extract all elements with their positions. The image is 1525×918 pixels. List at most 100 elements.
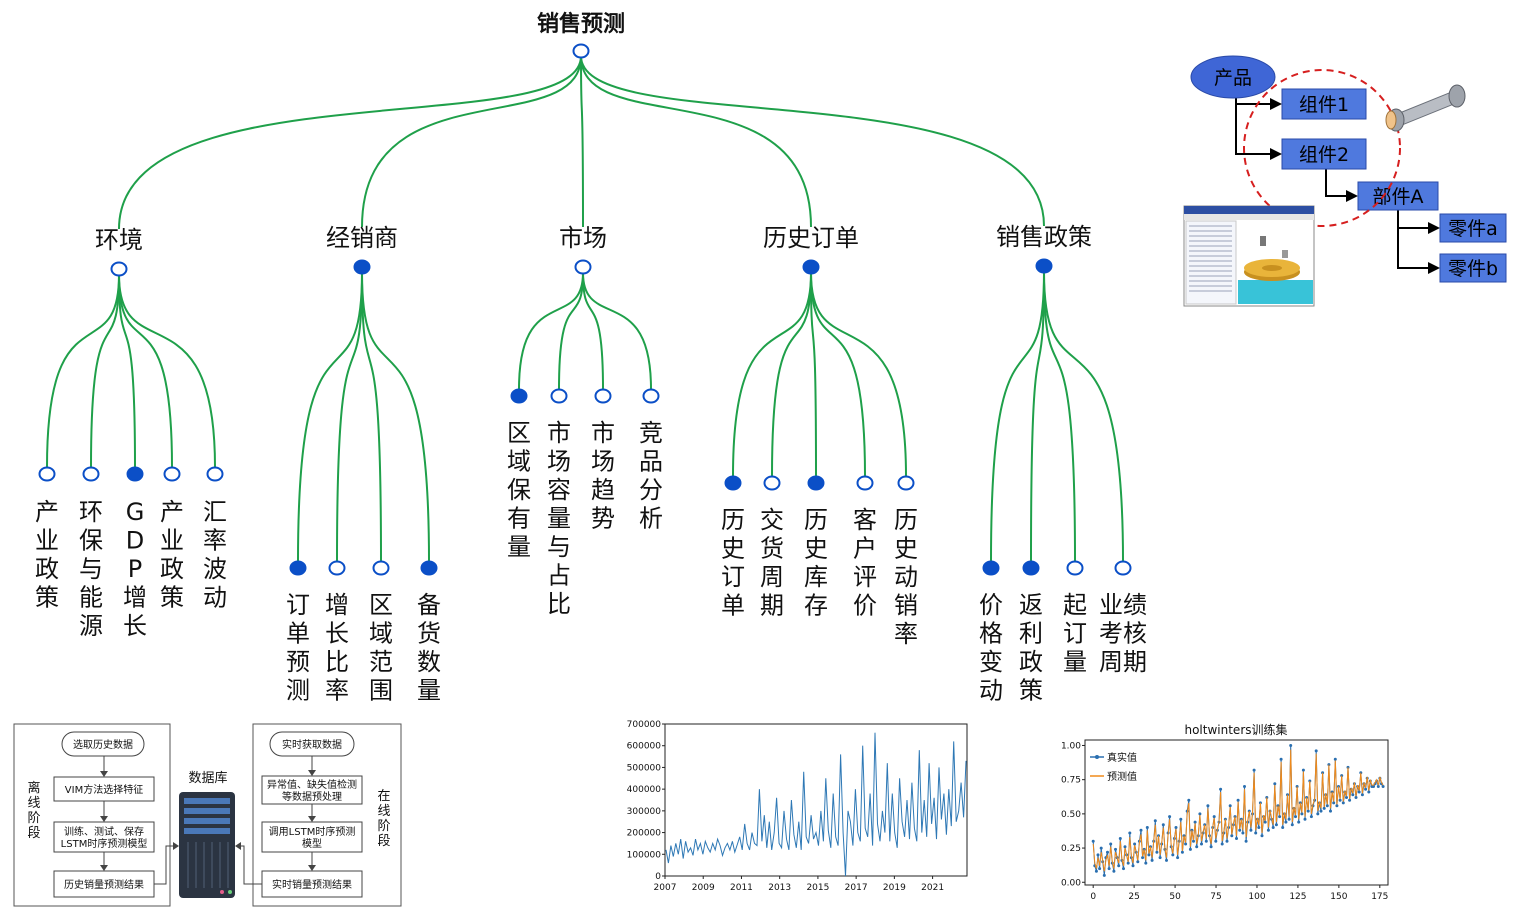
actual-point (1214, 839, 1218, 843)
actual-point (1228, 804, 1232, 808)
actual-point (1220, 842, 1224, 846)
actual-point (1153, 819, 1157, 823)
category-label: 市场 (559, 224, 607, 252)
category-to-leaf-connector (118, 274, 136, 468)
actual-point (1128, 831, 1132, 835)
actual-point (1147, 853, 1151, 857)
leaf-node (897, 475, 915, 491)
leaf-node (126, 466, 144, 482)
stage-label-char: 段 (377, 834, 390, 849)
bom-piece-a-box (1439, 213, 1507, 243)
chart2-legend-predicted: 预测值 (1107, 770, 1137, 783)
bom-part-label: 部件A (1373, 186, 1424, 208)
leaf-node (328, 560, 346, 576)
chart2-y-axis: 0.000.250.500.751.00 (1061, 741, 1085, 888)
stage-label-char: 线 (377, 804, 390, 819)
category-to-leaf-connector (118, 274, 173, 468)
highlight-circle (1243, 69, 1401, 227)
leaf-label: 交货周期 (760, 506, 784, 620)
x-tick-label: 125 (1289, 892, 1306, 902)
leaf-label: 市场容量与占比 (547, 419, 571, 618)
leaf-label: 客户评价 (853, 506, 877, 620)
category-label: 环境 (95, 226, 143, 254)
actual-point (1099, 846, 1103, 850)
database-server-icon (179, 792, 235, 898)
offline-step-train (53, 821, 155, 853)
x-tick-label: 2007 (654, 883, 677, 893)
leaf-label: 价格变动 (979, 591, 1003, 705)
actual-point (1306, 809, 1310, 813)
chart2-title: holtwinters训练集 (1184, 722, 1287, 737)
actual-point (1198, 812, 1202, 816)
category-to-leaf-connector (771, 272, 812, 477)
actual-point (1123, 845, 1127, 849)
category-node (1035, 258, 1053, 274)
actual-point (1141, 856, 1145, 860)
category-label: 经销商 (326, 224, 398, 252)
offline-arrowheads (100, 771, 108, 871)
x-tick-label: 2009 (692, 883, 715, 893)
arrow-icon (1270, 98, 1282, 110)
leaf-label: 产业政策 (160, 498, 184, 612)
root-label: 销售预测 (537, 11, 625, 37)
actual-point (1319, 809, 1323, 813)
leaf-node (807, 475, 825, 491)
online-step-3b-text: 模型 (302, 837, 322, 850)
category-node (802, 259, 820, 275)
actual-point (1184, 842, 1188, 846)
category-to-leaf-connector (810, 272, 907, 477)
actual-point (1289, 744, 1293, 747)
leaf-node (1114, 560, 1132, 576)
actual-point (1372, 785, 1375, 788)
category-label: 销售政策 (996, 223, 1092, 251)
actual-point (1114, 847, 1117, 851)
leaf-node (982, 560, 1000, 576)
actual-point (1367, 790, 1371, 794)
category-to-leaf-connector (1043, 271, 1076, 562)
offline-step-3-text: 训练、测试、保存 (64, 825, 144, 838)
category-to-leaf-connector (518, 272, 584, 390)
actual-point (1278, 815, 1282, 819)
leaf-label: 订单预测 (286, 591, 310, 705)
actual-point (1180, 850, 1184, 854)
actual-point (1188, 847, 1192, 851)
actual-point (1381, 785, 1385, 788)
actual-point (1351, 793, 1355, 797)
y-tick-label: 700000 (627, 720, 662, 730)
leaf-label: 业绩考核周期 (1099, 591, 1147, 676)
lstm-flowchart: 选取历史数据 VIM方法选择特征 训练、测试、保存 LSTM时序预测模型 历史销… (13, 723, 402, 907)
actual-point (1102, 873, 1106, 877)
actual-point (1176, 856, 1180, 860)
actual-point (1333, 757, 1337, 761)
y-tick-label: 600000 (627, 742, 662, 752)
chart1-y-axis: 0100000200000300000400000500000600000700… (627, 720, 665, 882)
actual-point (1376, 785, 1380, 788)
x-tick-label: 50 (1169, 892, 1181, 902)
arrow-icon (1270, 148, 1282, 160)
x-tick-label: 0 (1090, 892, 1096, 902)
actual-point (1091, 839, 1095, 843)
actual-point (1219, 787, 1223, 791)
category-to-leaf-connector (582, 272, 652, 390)
actual-point (1345, 796, 1348, 799)
actual-point (1316, 812, 1320, 816)
bom-component2-label: 组件2 (1299, 144, 1349, 166)
actual-point (1192, 839, 1195, 843)
bom-product-label: 产品 (1214, 67, 1252, 89)
actual-point (1329, 809, 1332, 813)
actual-point (1171, 853, 1175, 857)
category-to-leaf-connector (118, 274, 216, 468)
offline-step-2-text: VIM方法选择特征 (65, 783, 143, 796)
bom-piece-a-label: 零件a (1448, 218, 1498, 240)
category-to-leaf-connector (990, 271, 1045, 562)
leaf-node (420, 560, 438, 576)
actual-point (1297, 820, 1301, 824)
y-tick-label: 400000 (627, 785, 662, 795)
leaf-label: 返利政策 (1019, 591, 1043, 705)
x-tick-label: 100 (1248, 892, 1265, 902)
online-arrowheads (308, 770, 316, 871)
actual-point (1150, 858, 1154, 862)
